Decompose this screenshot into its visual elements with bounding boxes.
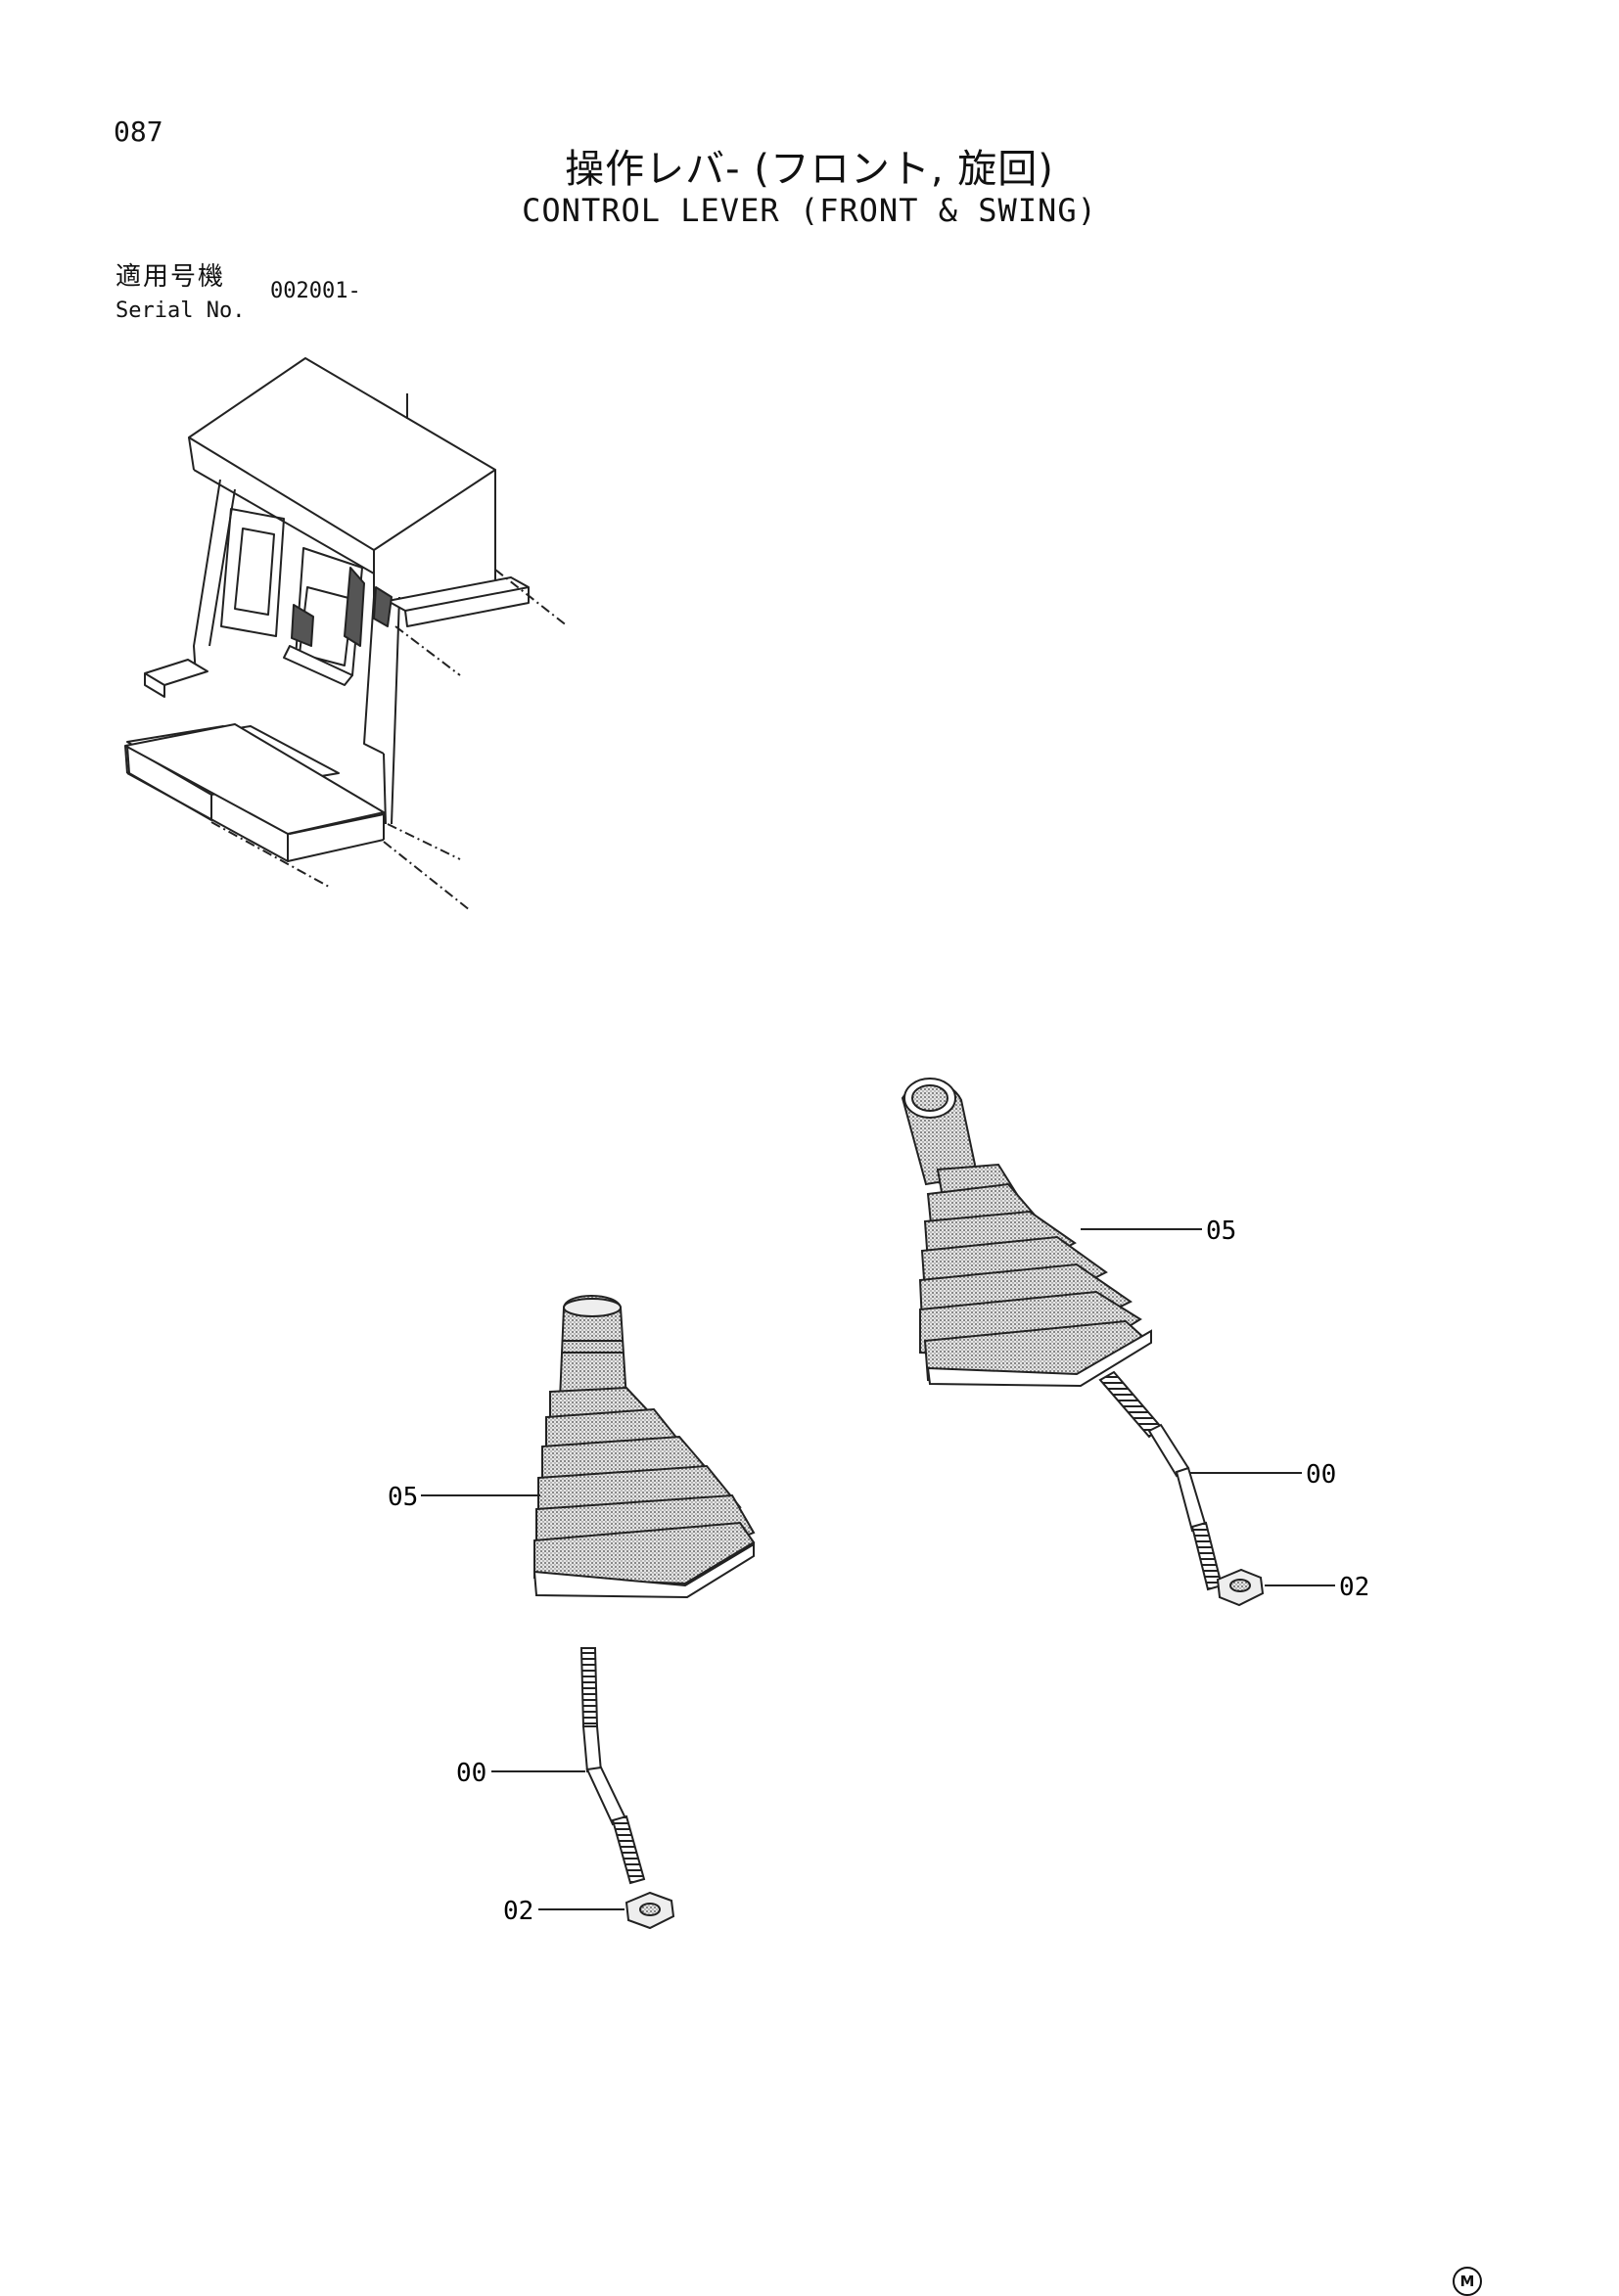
left-rubber-boot-icon (532, 1295, 756, 1599)
right-lever-assembly: 05 00 02 (901, 1078, 1369, 1607)
right-lever-rod-icon (1098, 1370, 1224, 1591)
right-leader-lines (1081, 1228, 1335, 1586)
left-hex-nut-icon (624, 1891, 675, 1930)
callout-right-nut: 02 (1339, 1573, 1369, 1602)
left-lever-rod-icon (579, 1647, 646, 1885)
operator-cab-icon (124, 357, 569, 911)
serial-label-japanese: 適用号機 (116, 262, 226, 292)
callout-right-boot: 05 (1206, 1217, 1236, 1246)
page-title-japanese: 操作レバ- (フロント, 旋回) (565, 147, 1054, 192)
callout-right-lever: 00 (1306, 1460, 1336, 1490)
callout-left-nut: 02 (503, 1897, 533, 1926)
callout-left-lever: 00 (456, 1759, 486, 1788)
page-number: 087 (114, 115, 163, 148)
left-leader-lines (421, 1494, 624, 1910)
serial-number-value: 002001- (270, 279, 361, 303)
serial-label-english: Serial No. (116, 298, 246, 323)
left-lever-assembly: 05 00 02 (388, 1295, 756, 1930)
right-rubber-boot-icon (901, 1078, 1152, 1388)
corner-mark-icon: M (1453, 2267, 1482, 2296)
right-hex-nut-icon (1216, 1568, 1265, 1607)
page-title-english: CONTROL LEVER (FRONT & SWING) (522, 192, 1097, 229)
callout-left-boot: 05 (388, 1483, 418, 1512)
